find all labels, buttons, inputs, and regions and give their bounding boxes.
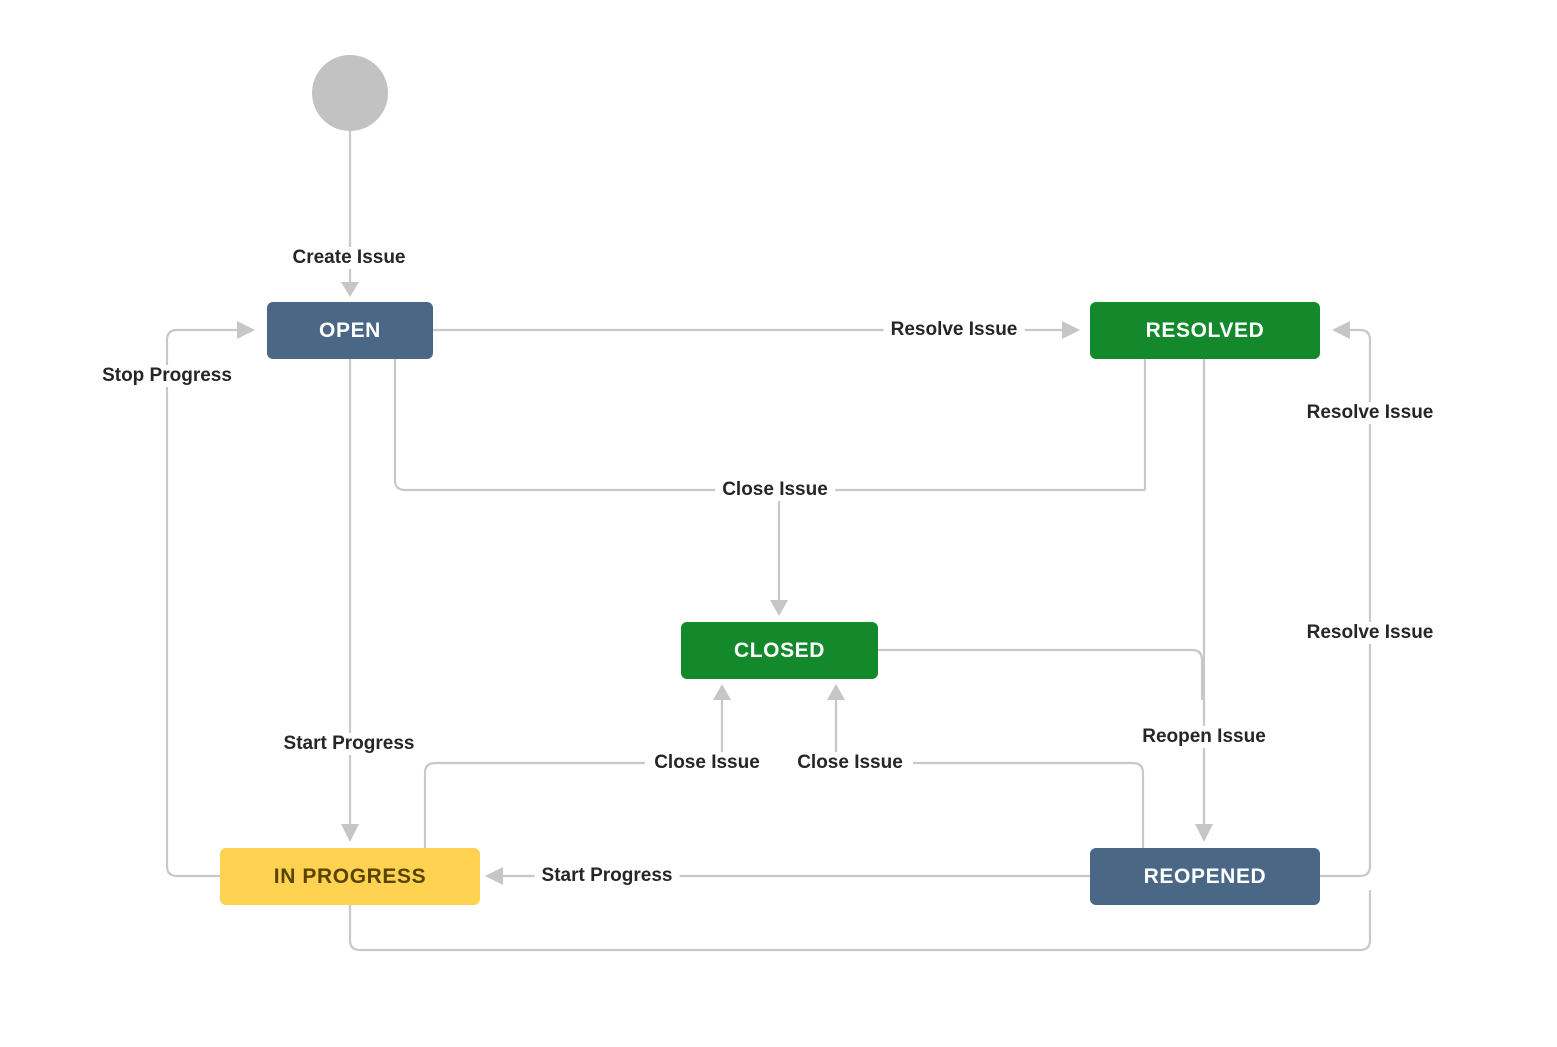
edge-label-resolve-issue-reopened: Resolve Issue xyxy=(1299,402,1441,424)
arrow-head-create-issue xyxy=(341,282,359,297)
arrow-head-start-progress-left xyxy=(485,867,503,885)
arrow-head-close-issue-top xyxy=(770,600,788,616)
edge-inprogress-to-closed xyxy=(423,761,645,848)
node-open[interactable]: OPEN xyxy=(267,302,433,359)
edge-label-stop-progress: Stop Progress xyxy=(95,365,239,387)
edge-label-resolve-issue-open: Resolve Issue xyxy=(883,319,1025,341)
arrow-head-close-issue-right xyxy=(827,684,845,700)
edge-reopened-to-resolved xyxy=(1320,328,1372,878)
node-reopened[interactable]: REOPENED xyxy=(1090,848,1320,905)
node-closed-label: CLOSED xyxy=(733,638,826,662)
start-node-circle xyxy=(312,55,388,131)
edge-reopened-to-closed xyxy=(913,761,1145,848)
arrow-head-reopen-issue xyxy=(1195,824,1213,842)
edge-label-resolve-issue-progress: Resolve Issue xyxy=(1299,622,1441,644)
edge-open-to-closed xyxy=(393,359,1145,492)
arrow-head-stop-progress xyxy=(237,321,255,339)
node-resolved[interactable]: RESOLVED xyxy=(1090,302,1320,359)
node-resolved-label: RESOLVED xyxy=(1145,318,1265,342)
node-reopened-label: REOPENED xyxy=(1143,864,1267,888)
edge-label-reopen-issue: Reopen Issue xyxy=(1135,726,1273,748)
edge-inprogress-to-open xyxy=(165,328,237,878)
edge-label-close-issue-reopened: Close Issue xyxy=(790,752,910,774)
edge-label-start-progress-reopened: Start Progress xyxy=(534,865,680,887)
edge-closed-right-branch xyxy=(878,648,1204,700)
node-in-progress-label: IN PROGRESS xyxy=(273,864,427,888)
edge-label-close-issue-progress: Close Issue xyxy=(647,752,767,774)
arrow-head-resolve-open xyxy=(1062,321,1080,339)
node-in-progress[interactable]: IN PROGRESS xyxy=(220,848,480,905)
arrow-head-resolve-reopened xyxy=(1332,321,1350,339)
edge-label-start-progress-open: Start Progress xyxy=(276,733,422,755)
edge-label-create-issue: Create Issue xyxy=(285,247,413,269)
node-open-label: OPEN xyxy=(319,318,381,342)
node-closed[interactable]: CLOSED xyxy=(681,622,878,679)
edge-inprogress-to-resolved xyxy=(348,890,1372,952)
arrow-head-close-issue-left xyxy=(713,684,731,700)
arrow-head-start-progress-down xyxy=(341,824,359,842)
edge-label-close-issue-open: Close Issue xyxy=(715,479,835,501)
